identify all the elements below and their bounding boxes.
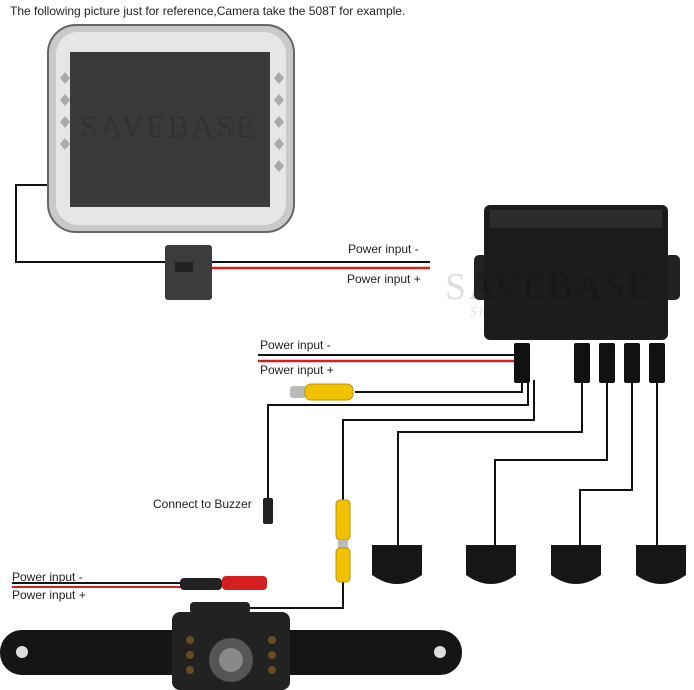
parking-sensors [372, 545, 686, 584]
watermark-brand: SAVEBASE [445, 266, 653, 308]
watermark-tagline: Share with Delight [470, 305, 612, 320]
camera-power-pos-label: Power input + [12, 588, 86, 602]
license-plate-camera [0, 612, 462, 690]
box-power-neg-label: Power input - [260, 338, 331, 352]
camera-rca-connector [335, 499, 351, 583]
monitor-screen [70, 52, 270, 207]
camera-power-neg-label: Power input - [12, 570, 83, 584]
buzzer-connector [263, 498, 273, 524]
box-connectors [514, 343, 665, 383]
monitor [47, 24, 295, 233]
rca-connector [290, 383, 354, 401]
buzzer-label: Connect to Buzzer [153, 497, 252, 511]
control-box [474, 205, 680, 340]
watermark-brand-top: SAVEBASE [80, 108, 258, 144]
monitor-cable [15, 184, 430, 263]
monitor-power-pos-label: Power input + [347, 272, 421, 286]
monitor-power-neg-label: Power input - [348, 242, 419, 256]
monitor-junction-box [165, 245, 212, 300]
box-power-pos-label: Power input + [260, 363, 334, 377]
monitor-buttons [60, 72, 284, 172]
diagram-caption: The following picture just for reference… [10, 4, 406, 18]
